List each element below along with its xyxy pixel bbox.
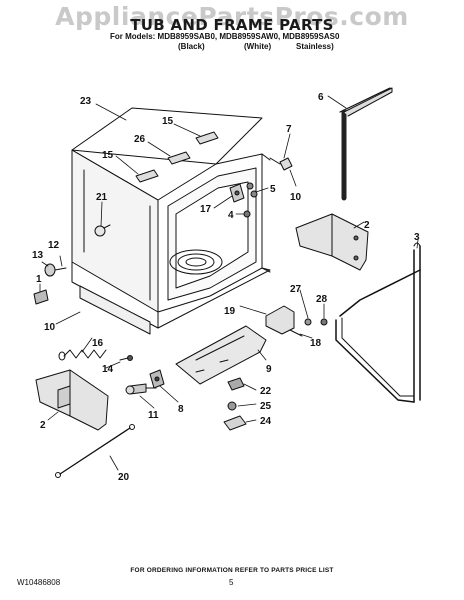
document-number: W10486808 [17,578,61,587]
door-seal-6 [339,87,393,201]
callout-15b: 15 [102,150,114,161]
clip-7 [269,157,293,171]
callout-2b: 2 [40,420,46,431]
grommet-25 [227,401,237,411]
callout-21: 21 [96,192,108,203]
callout-28: 28 [316,294,328,305]
callout-3: 3 [414,232,420,243]
color-label-white: (White) [244,42,272,51]
page-number: 5 [229,578,234,587]
top-bracket-15a [195,131,219,145]
screw-4 [243,210,251,218]
callout-26: 26 [134,134,146,145]
washer-27 [304,318,312,326]
callout-15: 15 [162,116,174,127]
callout-20: 20 [118,472,130,483]
bracket-5 [246,182,258,198]
callout-17: 17 [200,204,212,215]
top-bracket-26 [167,151,191,165]
callout-4: 4 [228,210,234,221]
color-label-black: (Black) [178,42,205,51]
callout-6: 6 [318,92,324,103]
spring-16 [58,349,107,361]
callout-11: 11 [148,410,159,421]
gasket-3 [335,242,421,403]
callout-10: 10 [290,192,302,203]
watermark-logo: AppliancePartsPros.com [55,2,409,31]
ordering-note: FOR ORDERING INFORMATION REFER TO PARTS … [130,567,334,574]
callout-25: 25 [260,401,272,412]
callout-22: 22 [260,386,272,397]
bracket-8 [149,369,165,389]
hinge-bracket-19 [265,305,303,337]
callout-labels: 23 15 26 15 21 7 5 17 4 10 6 2 3 13 12 1… [32,92,420,483]
callout-1: 1 [36,274,42,285]
rod-20 [55,424,135,478]
callout-23: 23 [80,96,92,107]
callout-13: 13 [32,250,44,261]
callout-5: 5 [270,184,276,195]
leader-lines [39,95,419,471]
callout-14: 14 [102,364,114,375]
callout-27: 27 [290,284,302,295]
top-bracket-15b [135,169,159,183]
callout-18: 18 [310,338,322,349]
plug-21 [94,224,111,237]
callout-12: 12 [48,240,60,251]
callout-19: 19 [224,306,236,317]
page-title: TUB AND FRAME PARTS [130,16,334,34]
leveling-leg-11 [125,383,157,395]
clip-22 [227,377,245,391]
callout-16: 16 [92,338,104,349]
nut-13 [44,263,67,277]
mounting-plate-9 [175,325,267,385]
model-list: For Models: MDB8959SAB0, MDB8959SAW0, MD… [110,32,340,41]
screw-28 [320,318,328,326]
clip-1 [33,289,49,305]
bracket-24 [223,415,247,431]
side-trim-2-lower [35,369,109,431]
callout-8: 8 [178,404,184,415]
tub-assembly [71,107,271,335]
screw-14 [119,355,133,361]
callout-9: 9 [266,364,272,375]
color-label-stainless: Stainless) [296,42,334,51]
hinge-17 [229,183,245,203]
side-trim-2-upper [295,213,369,271]
callout-24: 24 [260,416,272,427]
callout-10b: 10 [44,322,56,333]
callout-2: 2 [364,220,370,231]
callout-7: 7 [286,124,292,135]
